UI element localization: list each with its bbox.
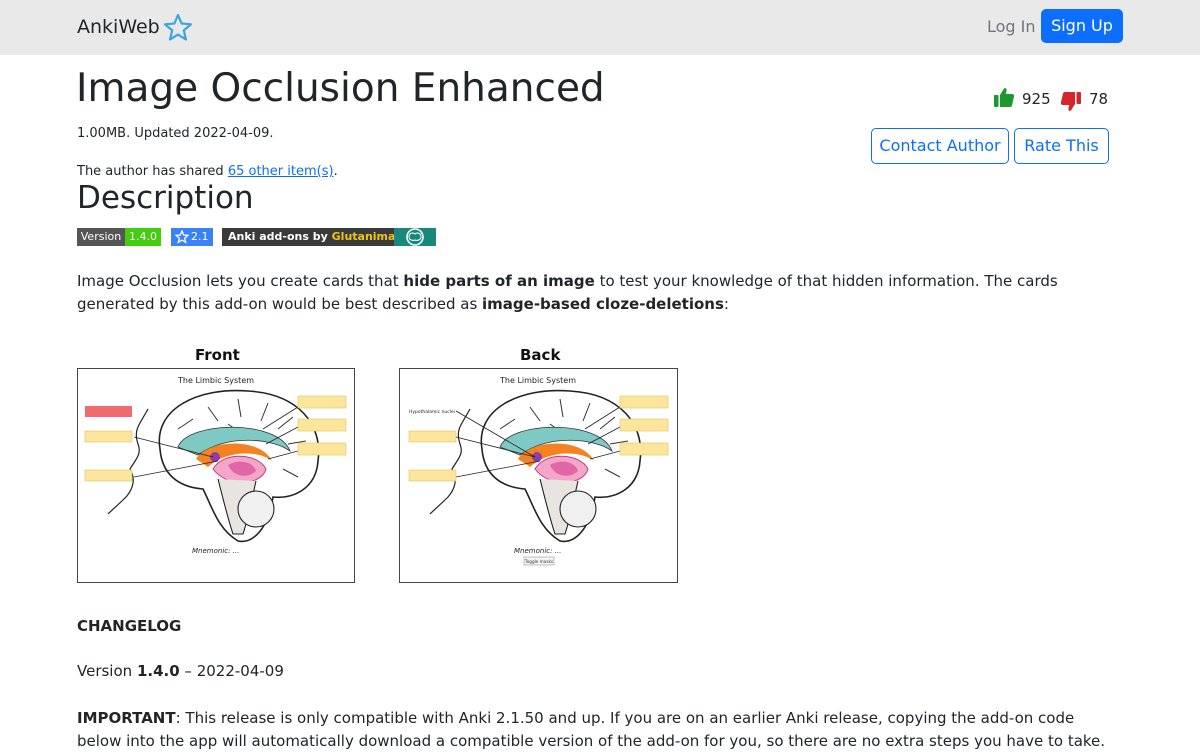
- thumbs-down-icon: [1060, 92, 1081, 111]
- rate-this-button[interactable]: Rate This: [1014, 128, 1109, 164]
- contact-author-button[interactable]: Contact Author: [871, 128, 1009, 164]
- para-text-3: :: [723, 295, 729, 313]
- brain-logo-icon: [394, 228, 436, 246]
- para-text-2: to test your knowledge of that hidden in…: [77, 272, 1058, 313]
- downvote-count: 78: [1089, 90, 1109, 108]
- anki-version-value: 2.1: [191, 230, 209, 243]
- anki-star-icon: [175, 230, 189, 244]
- glutanimate-name: Glutanimate: [331, 230, 409, 243]
- version-number: 1.4.0: [136, 662, 180, 680]
- front-mnemonic: Mnemonic: ...: [192, 547, 239, 555]
- front-active-mask: [85, 406, 132, 417]
- addon-meta: 1.00MB. Updated 2022-04-09.: [77, 126, 274, 141]
- version-prefix: Version: [77, 662, 137, 680]
- para-text-1: Image Occlusion lets you create cards th…: [77, 272, 404, 290]
- login-link[interactable]: Log In: [987, 17, 1036, 36]
- back-revealed-label: Hypothalamic nuclei: [409, 409, 455, 415]
- version-badge-label: Version: [77, 228, 125, 246]
- important-label: IMPORTANT: [77, 709, 176, 727]
- description-paragraph: Image Occlusion lets you create cards th…: [77, 270, 1117, 316]
- anki-version-badge[interactable]: 2.1: [171, 228, 213, 246]
- back-mnemonic: Mnemonic: ...: [514, 547, 561, 555]
- changelog-heading: CHANGELOG: [77, 617, 182, 635]
- brand-link[interactable]: AnkiWeb: [77, 16, 160, 38]
- upvote-count: 925: [1022, 90, 1051, 108]
- shared-suffix: .: [333, 164, 338, 179]
- para-bold-1: hide parts of an image: [403, 272, 595, 290]
- version-suffix: – 2022-04-09: [179, 662, 284, 680]
- version-badge-value: 1.4.0: [125, 228, 161, 246]
- important-notice: IMPORTANT: This release is only compatib…: [77, 707, 1117, 753]
- important-text: : This release is only compatible with A…: [77, 709, 1106, 750]
- description-heading: Description: [77, 180, 254, 216]
- front-diagram-title: The Limbic System: [177, 376, 254, 385]
- top-navbar: AnkiWeb Log In Sign Up: [0, 0, 1200, 55]
- page-title: Image Occlusion Enhanced: [76, 66, 605, 111]
- shared-items-text: The author has shared 65 other item(s).: [77, 164, 338, 179]
- other-items-link[interactable]: 65 other item(s): [227, 164, 334, 179]
- star-logo-icon[interactable]: [162, 12, 194, 44]
- glutanimate-prefix: Anki add-ons by: [228, 230, 332, 243]
- front-card-image: The Limbic System Mnemonic: ...: [77, 368, 355, 583]
- glutanimate-badge[interactable]: Anki add-ons by Glutanimate: [222, 228, 436, 246]
- signup-button[interactable]: Sign Up: [1041, 9, 1123, 43]
- front-brain-diagram: The Limbic System Mnemonic: ...: [84, 376, 347, 555]
- shared-prefix: The author has shared: [77, 164, 228, 179]
- thumbs-up-icon: [994, 88, 1015, 107]
- glutanimate-badge-text: Anki add-ons by Glutanimate: [228, 228, 408, 246]
- back-diagram-title: The Limbic System: [499, 376, 576, 385]
- back-card-image: The Limbic System Hypothalamic nuclei Mn…: [399, 368, 678, 583]
- back-label: Back: [520, 346, 561, 364]
- front-label: Front: [195, 346, 240, 364]
- changelog-version: Version 1.4.0 – 2022-04-09: [77, 662, 284, 680]
- para-bold-2: image-based cloze-deletions: [482, 295, 724, 313]
- back-brain-diagram: The Limbic System Hypothalamic nuclei Mn…: [408, 376, 669, 566]
- toggle-masks-label: Toggle masks: [524, 559, 553, 564]
